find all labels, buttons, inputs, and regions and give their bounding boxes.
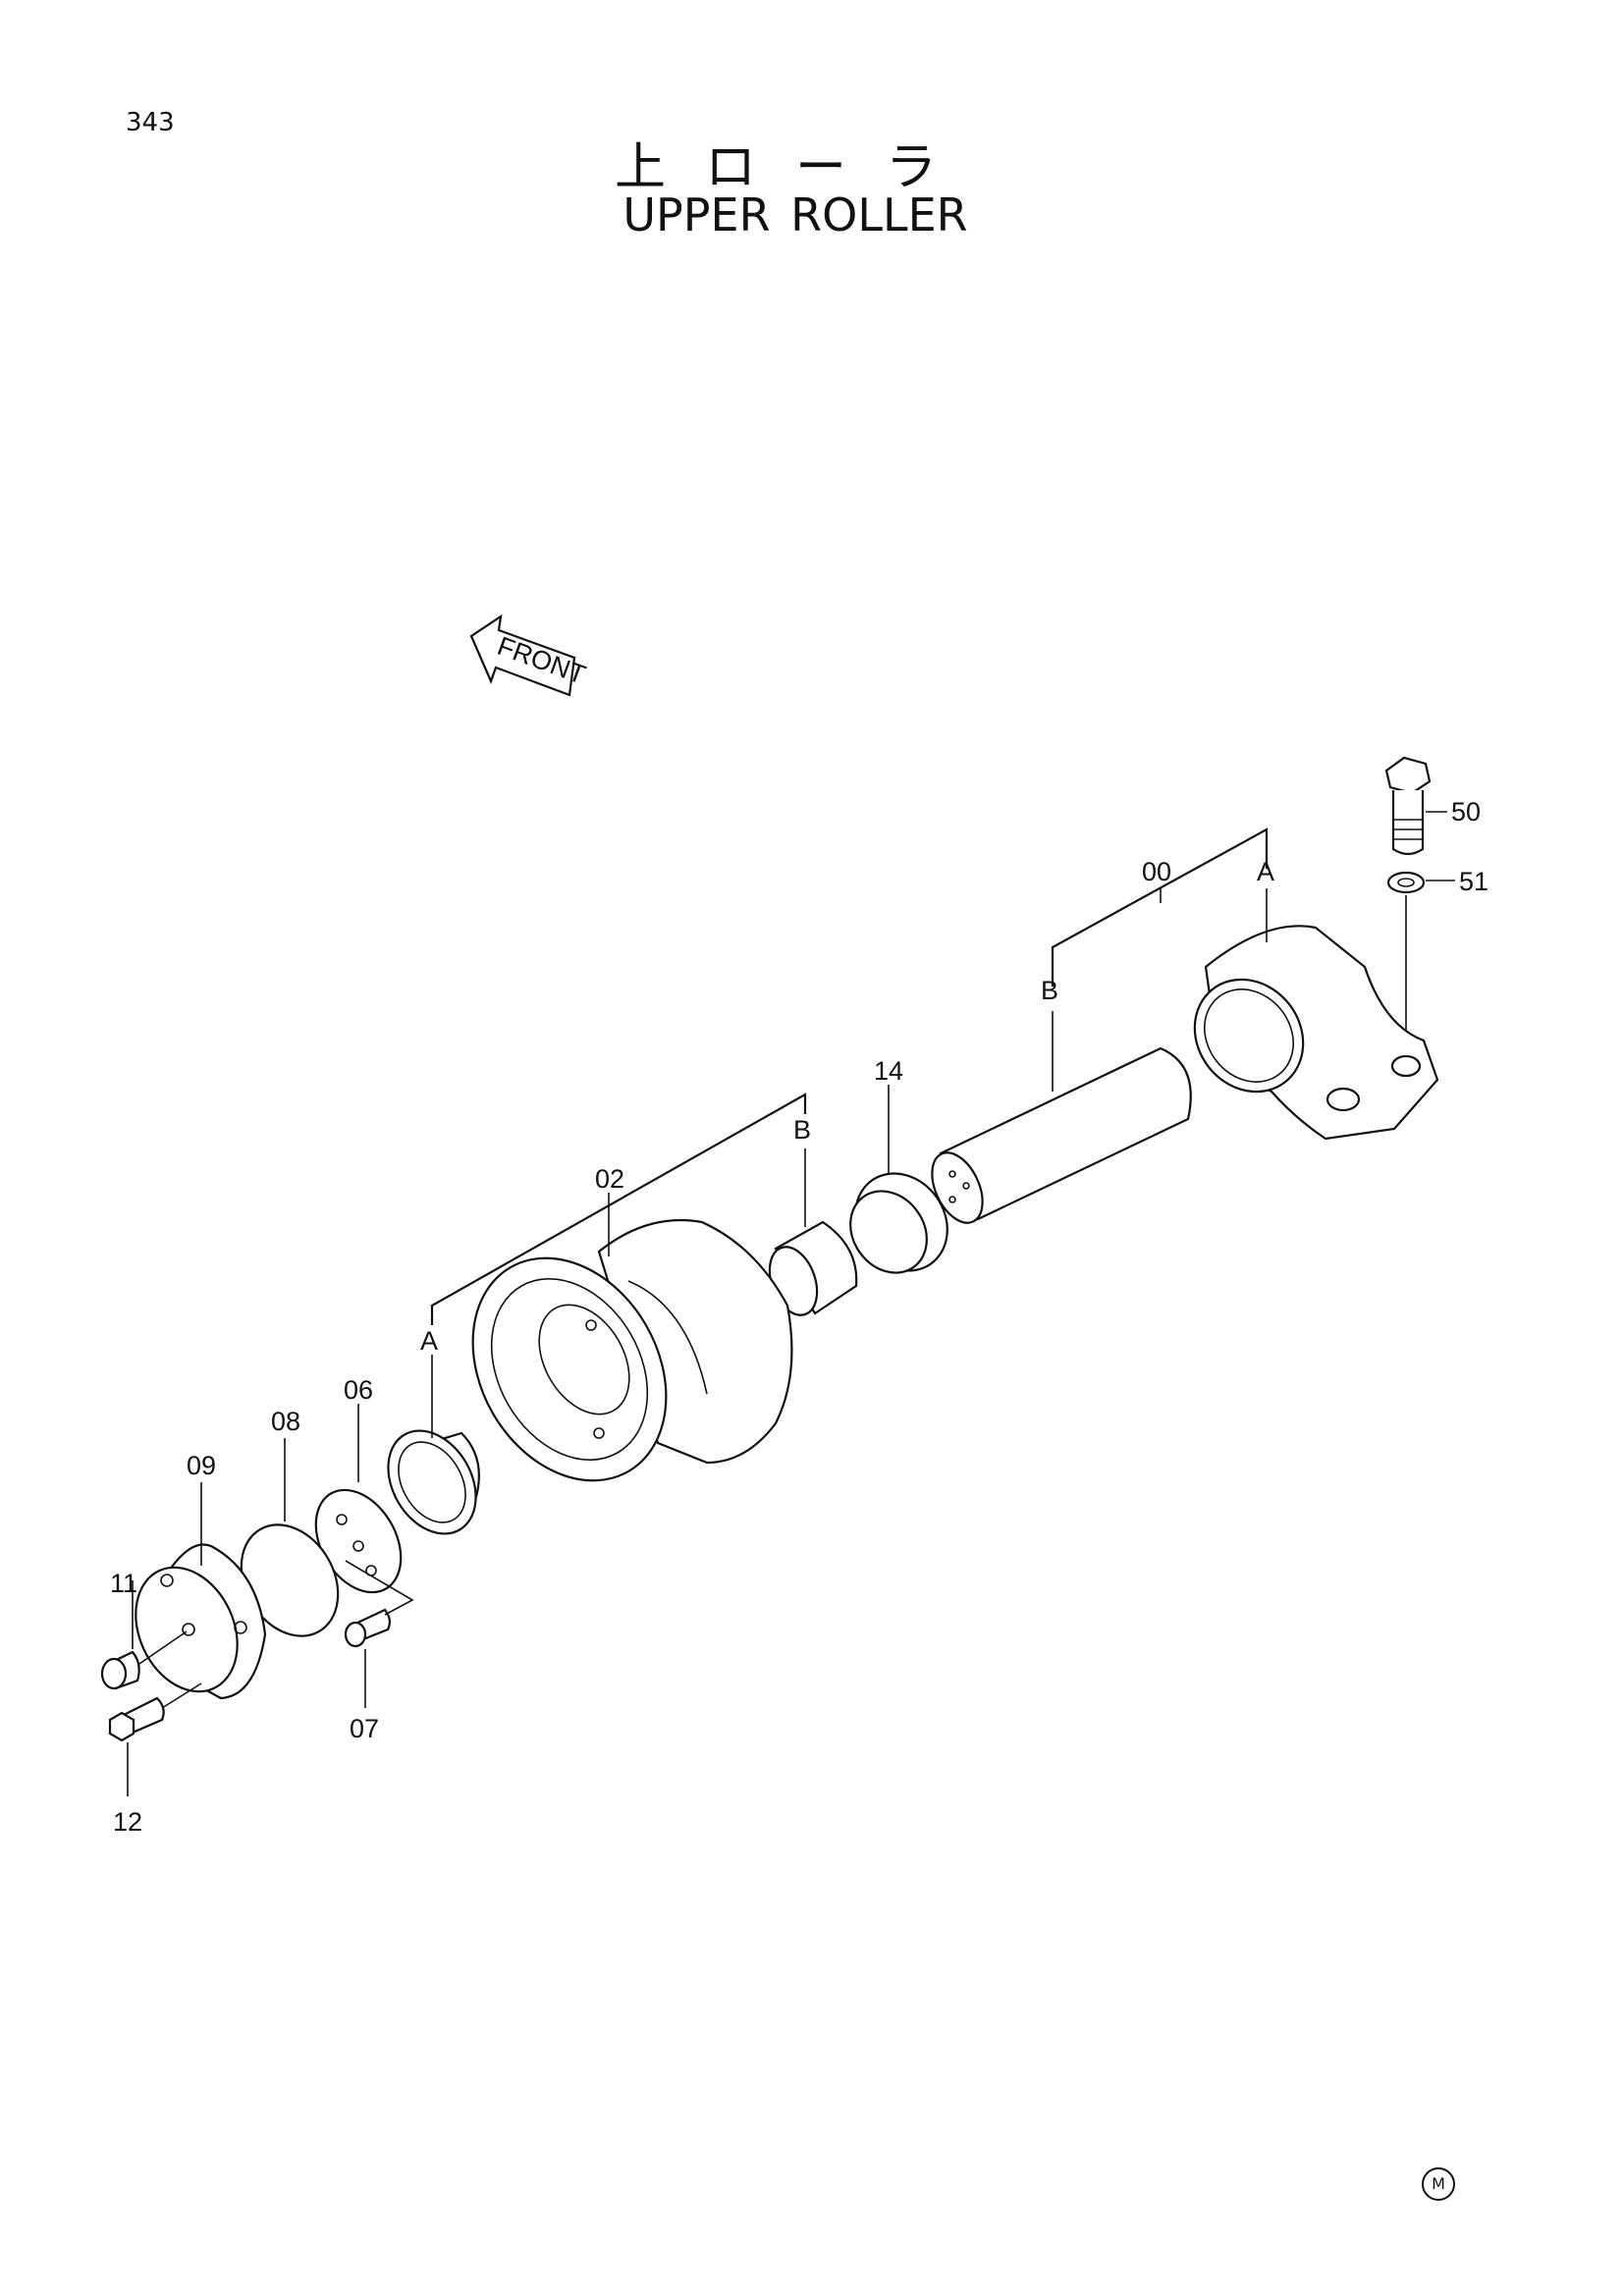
cover-part	[135, 1543, 267, 1700]
callout-07: 07	[350, 1714, 379, 1743]
front-arrow-icon: FRONT	[469, 614, 590, 697]
label-a-upper: A	[1257, 857, 1274, 886]
label-a-lower: A	[420, 1326, 438, 1356]
cover-bolt-part	[108, 1696, 165, 1742]
callout-11: 11	[110, 1569, 137, 1598]
page-title-japanese: 上ローラ	[614, 138, 976, 197]
shaft-part	[931, 1046, 1192, 1224]
screw-part	[344, 1608, 392, 1648]
callout-08: 08	[271, 1407, 300, 1436]
callout-50: 50	[1451, 797, 1481, 827]
callout-09: 09	[187, 1451, 216, 1480]
callout-12: 12	[113, 1807, 142, 1837]
washer-part	[1386, 871, 1426, 894]
callout-06: 06	[344, 1375, 373, 1405]
callout-00: 00	[1142, 857, 1171, 886]
page-title: UPPER ROLLER	[622, 188, 968, 241]
bracket-part	[1193, 925, 1439, 1141]
label-b-upper: B	[1041, 976, 1058, 1005]
callout-14: 14	[874, 1056, 903, 1086]
plug-part	[100, 1650, 140, 1690]
roller-part	[471, 1218, 793, 1482]
callout-02: 02	[595, 1164, 624, 1194]
callout-51: 51	[1459, 867, 1488, 896]
page-number: 343	[126, 108, 175, 137]
seal-part	[849, 1172, 948, 1274]
label-b-lower: B	[793, 1115, 811, 1145]
collar-part	[387, 1429, 480, 1535]
front-label: FRONT	[494, 631, 590, 690]
copyright-mark: M	[1422, 2167, 1455, 2201]
bolt-part	[1384, 756, 1432, 856]
